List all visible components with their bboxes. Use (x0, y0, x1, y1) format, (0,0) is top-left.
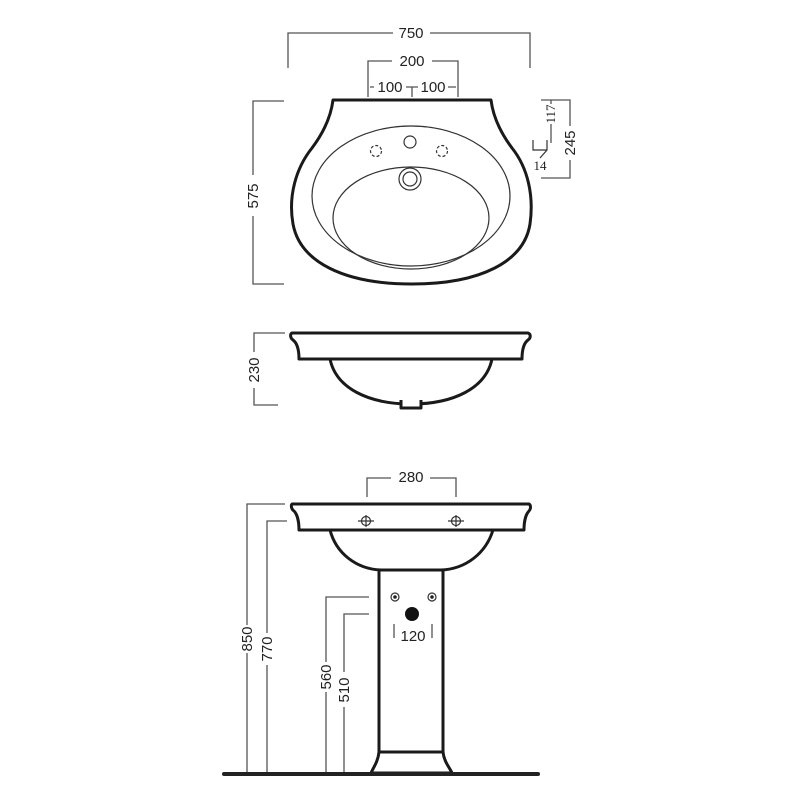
dim-510-label: 510 (336, 677, 353, 702)
supply-point-left-icon (390, 592, 400, 602)
basin-drain-side (399, 400, 423, 410)
side-view: 230 (246, 331, 532, 410)
dim-200-label: 200 (399, 53, 424, 70)
dim-850-line (246, 503, 285, 772)
dim-770-line (266, 520, 287, 772)
dim-560-label: 560 (318, 664, 335, 689)
tap-hole-right-icon (435, 144, 449, 158)
waste-outlet-icon (405, 607, 419, 621)
basin-rim-side (289, 331, 532, 361)
front-view: 280 120 850 (222, 469, 540, 776)
dim-750-label: 750 (398, 25, 423, 42)
pedestal-foot (369, 750, 454, 775)
dim-230-label: 230 (246, 357, 263, 382)
dim-560-line (325, 596, 369, 772)
basin-bowl-front (328, 529, 495, 572)
dim-245-label: 245 (562, 130, 579, 155)
drain-inner-icon (402, 171, 418, 187)
dim-280-line (366, 477, 457, 497)
dim-100-left-label: 100 (377, 79, 402, 96)
dim-575-label: 575 (245, 183, 262, 208)
dim-120-label: 120 (400, 628, 425, 645)
dim-117-label: 117 (543, 104, 558, 124)
dim-100-right-label: 100 (420, 79, 445, 96)
fixing-mark-right-icon (448, 515, 464, 527)
tap-hole-left-icon (369, 144, 383, 158)
drain-outer-icon (398, 167, 422, 191)
dim-14-label: 14 (534, 158, 548, 173)
tap-hole-center-icon (403, 135, 417, 149)
dim-120-line (393, 624, 433, 638)
basin-bowl-side (328, 358, 494, 406)
dim-230-line (253, 332, 285, 406)
dim-510-line (343, 613, 369, 772)
dim-575-line (252, 100, 284, 285)
dim-770-label: 770 (259, 636, 276, 661)
basin-inner-rim (311, 125, 511, 267)
basin-outline-top (290, 98, 533, 286)
dim-850-label: 850 (239, 626, 256, 651)
dim-100-100-line (370, 86, 456, 97)
dim-280-label: 280 (398, 469, 423, 486)
dim-200-line (367, 60, 459, 97)
dim-750-line (287, 32, 531, 68)
fixing-mark-left-icon (358, 515, 374, 527)
supply-point-right-icon (427, 592, 437, 602)
side-detail-profile (532, 140, 548, 159)
pedestal-column (377, 568, 445, 754)
basin-rim-front (289, 502, 532, 532)
basin-bowl (332, 166, 490, 270)
top-view: 750 200 100 100 575 245 117 14 (245, 25, 579, 286)
